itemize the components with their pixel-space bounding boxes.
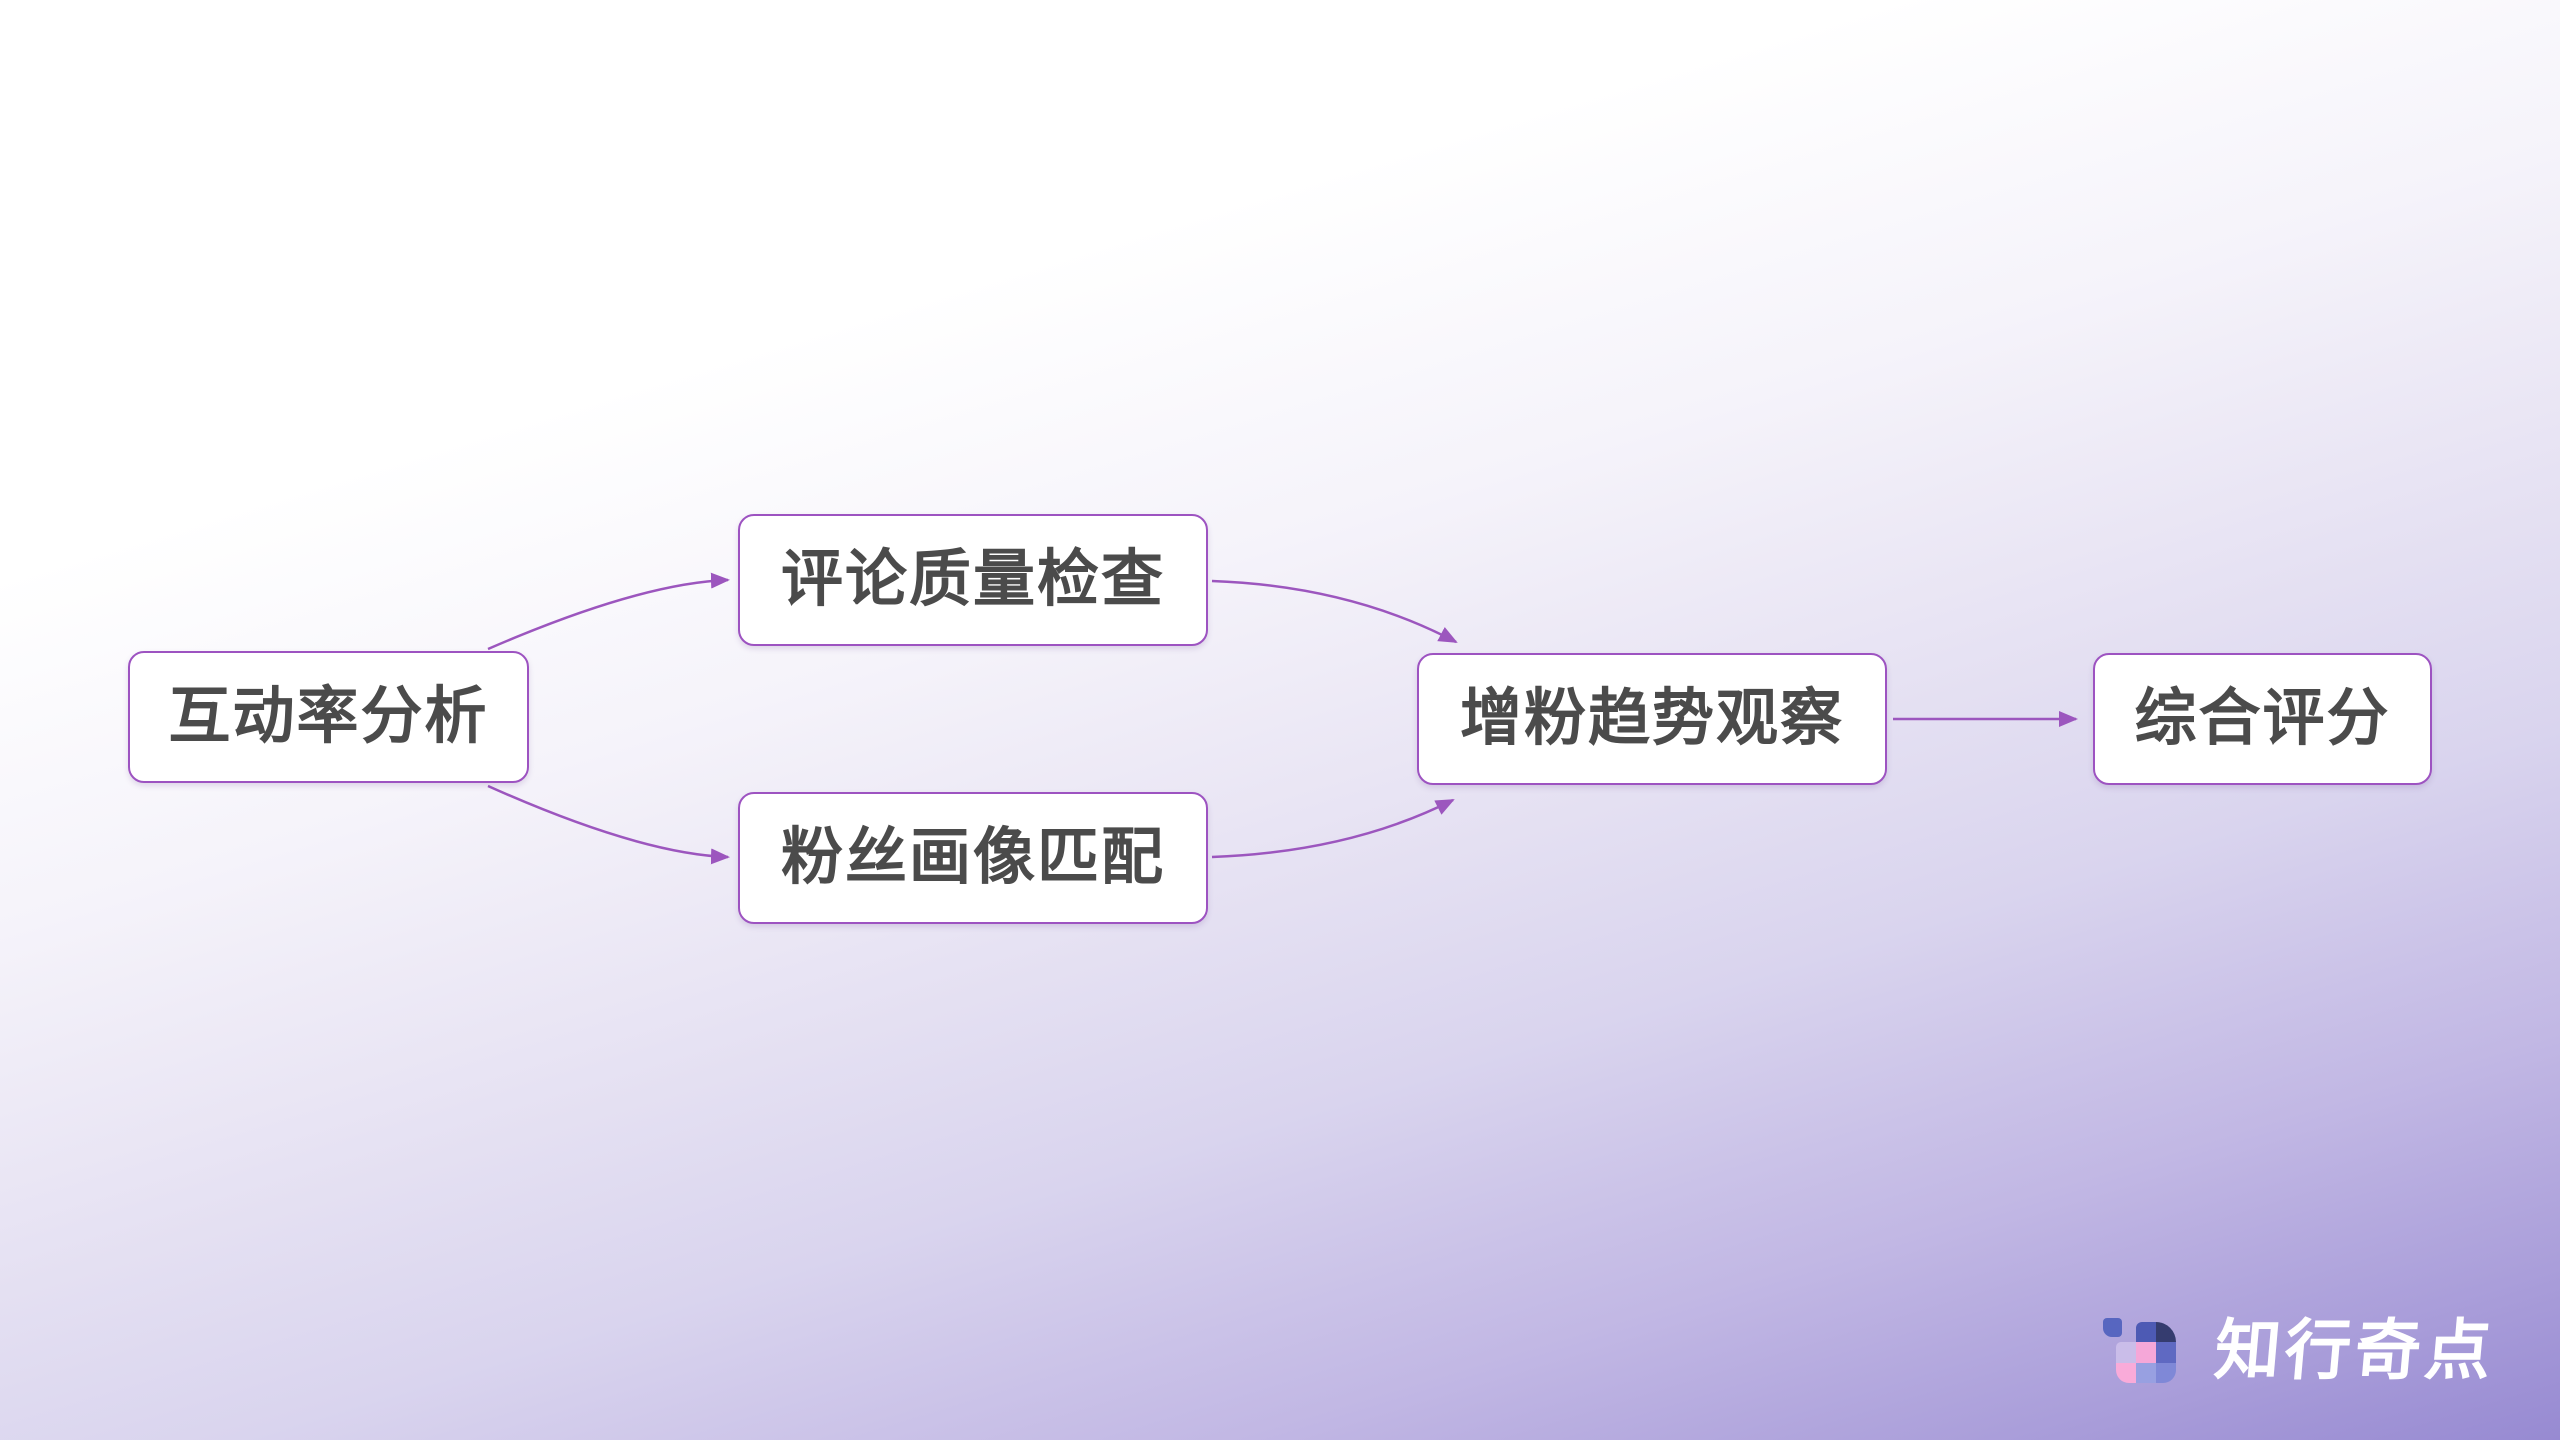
node-engagement-rate-analysis[interactable]: 互动率分析 bbox=[128, 651, 529, 783]
node-label: 增粉趋势观察 bbox=[1459, 684, 1844, 753]
brand-logo: 知行奇点 bbox=[2103, 1313, 2499, 1387]
logo-mosaic bbox=[2116, 1322, 2176, 1383]
edge-comment-quality-to-growth-trend bbox=[1211, 579, 1458, 644]
brand-logo-text: 知行奇点 bbox=[2211, 1313, 2499, 1387]
node-label: 互动率分析 bbox=[168, 682, 489, 751]
node-overall-score[interactable]: 综合评分 bbox=[2093, 653, 2432, 785]
node-fan-profile-matching[interactable]: 粉丝画像匹配 bbox=[738, 792, 1208, 924]
edge-fan-profile-to-growth-trend bbox=[1211, 798, 1455, 859]
brand-logo-icon bbox=[2103, 1316, 2177, 1384]
node-label: 粉丝画像匹配 bbox=[780, 823, 1165, 892]
node-follower-growth-trend[interactable]: 增粉趋势观察 bbox=[1417, 653, 1887, 785]
node-label: 评论质量检查 bbox=[780, 545, 1165, 614]
edge-engagement-to-comment-quality bbox=[487, 572, 730, 651]
edge-engagement-to-fan-profile bbox=[487, 784, 730, 865]
logo-chip-square bbox=[2103, 1318, 2122, 1337]
node-comment-quality-check[interactable]: 评论质量检查 bbox=[738, 514, 1208, 646]
node-label: 综合评分 bbox=[2134, 684, 2391, 753]
